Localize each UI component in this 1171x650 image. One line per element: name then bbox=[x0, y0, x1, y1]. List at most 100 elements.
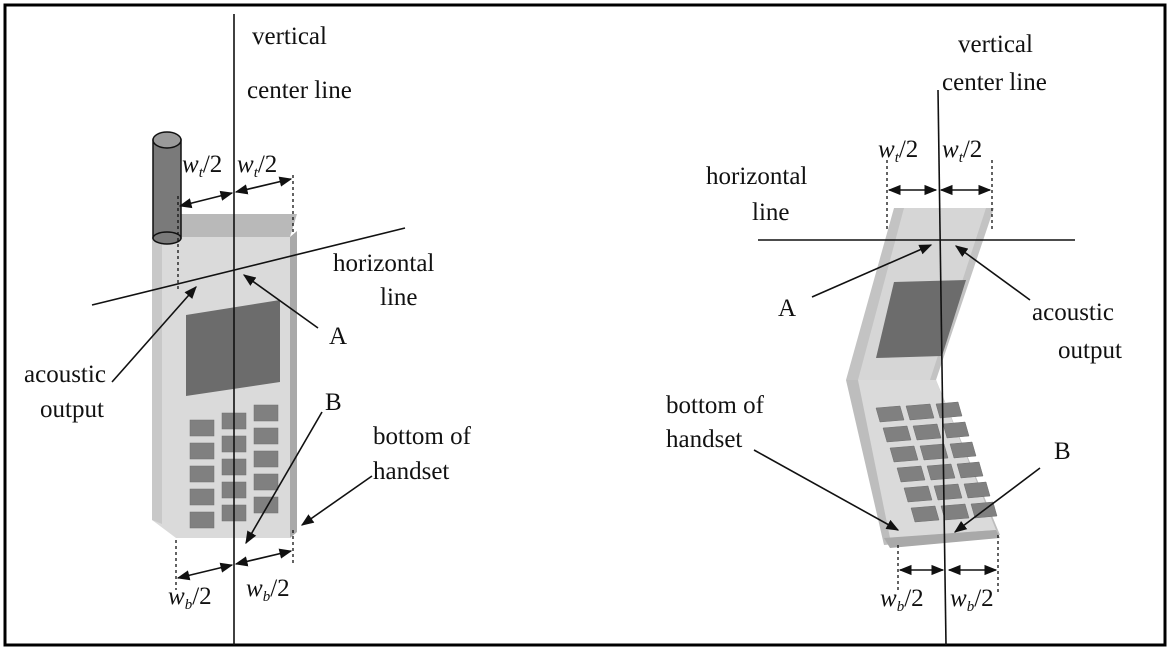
key bbox=[963, 481, 991, 499]
left-top-dim-arrow-right bbox=[234, 176, 293, 195]
key bbox=[889, 445, 919, 463]
left-bottom-of-handset-label: bottom of handset bbox=[373, 423, 477, 485]
key bbox=[910, 505, 940, 523]
label-line: horizontal bbox=[706, 163, 807, 190]
label-sub: b bbox=[263, 589, 271, 605]
label-line: acoustic bbox=[1032, 299, 1114, 326]
label-tail: /2 bbox=[203, 151, 222, 178]
label-tail: /2 bbox=[974, 585, 993, 612]
label-base: w bbox=[950, 585, 967, 612]
key bbox=[919, 443, 949, 461]
label-line: bottom of bbox=[666, 392, 765, 419]
right-arrow-to-b bbox=[953, 467, 1041, 533]
label-line: horizontal bbox=[333, 250, 434, 277]
left-point-b-label: B bbox=[325, 389, 342, 416]
left-bar-phone bbox=[152, 131, 297, 538]
left-phone-keypad bbox=[189, 404, 279, 529]
label-tail: /2 bbox=[899, 136, 918, 163]
key bbox=[935, 401, 963, 419]
label-line: line bbox=[380, 284, 418, 311]
left-arrow-to-a bbox=[242, 274, 319, 329]
right-vertical-center-line bbox=[937, 89, 947, 646]
key bbox=[189, 419, 215, 437]
key bbox=[912, 423, 942, 441]
left-top-width-label-left: wt/2 bbox=[182, 151, 222, 181]
right-point-a-label: A bbox=[778, 295, 796, 322]
label-tail: /2 bbox=[270, 575, 289, 602]
label-base: w bbox=[878, 136, 895, 163]
right-flip-phone bbox=[846, 208, 1000, 548]
right-phone-keypad bbox=[875, 401, 998, 523]
right-bottom-width-label-left: wb/2 bbox=[880, 585, 924, 615]
antenna-top bbox=[152, 131, 182, 149]
left-acoustic-output-label: acoustic output bbox=[24, 361, 112, 423]
left-phone-edge bbox=[152, 237, 162, 524]
label-sub: t bbox=[254, 165, 259, 181]
right-phone-base-bottom bbox=[884, 530, 1000, 548]
label-line: bottom of bbox=[373, 423, 472, 450]
label-tail: /2 bbox=[258, 151, 277, 178]
label-line: output bbox=[40, 396, 104, 423]
antenna-bottom bbox=[152, 231, 182, 245]
label-line: output bbox=[1058, 337, 1122, 364]
key bbox=[253, 404, 279, 422]
key bbox=[189, 442, 215, 460]
right-figure: vertical center line wt/2 wt/2 horizonta… bbox=[666, 31, 1122, 646]
key bbox=[933, 483, 963, 501]
label-line: acoustic bbox=[24, 361, 106, 388]
key bbox=[875, 405, 905, 423]
left-phone-top bbox=[152, 214, 297, 237]
key bbox=[956, 461, 984, 479]
label-line: vertical bbox=[958, 31, 1033, 58]
left-bottom-width-label-left: wb/2 bbox=[168, 583, 212, 613]
label-tail: /2 bbox=[192, 583, 211, 610]
key bbox=[882, 425, 912, 443]
left-arrow-to-bottom bbox=[300, 475, 373, 526]
left-point-a-label: A bbox=[329, 323, 347, 350]
key bbox=[903, 485, 933, 503]
right-top-width-label-right: wt/2 bbox=[942, 136, 982, 166]
left-arrow-to-b bbox=[245, 411, 323, 545]
left-top-width-label-right: wt/2 bbox=[237, 151, 277, 181]
label-base: w bbox=[880, 585, 897, 612]
label-base: w bbox=[246, 575, 263, 602]
key bbox=[896, 465, 926, 483]
key bbox=[253, 427, 279, 445]
label-line: center line bbox=[247, 77, 352, 104]
key bbox=[949, 441, 977, 459]
label-base: w bbox=[237, 151, 254, 178]
label-line: vertical bbox=[252, 23, 327, 50]
key bbox=[253, 473, 279, 491]
right-top-width-label-left: wt/2 bbox=[878, 136, 918, 166]
key bbox=[926, 463, 956, 481]
right-acoustic-output-label: acoustic output bbox=[1032, 299, 1122, 364]
left-top-dim-arrow-left bbox=[178, 190, 234, 209]
label-sub: t bbox=[895, 150, 900, 166]
right-horizontal-line-label: horizontal line bbox=[706, 163, 814, 226]
left-bottom-dim-arrow-right bbox=[234, 548, 293, 567]
label-tail: /2 bbox=[963, 136, 982, 163]
key bbox=[905, 403, 935, 421]
left-horizontal-line-label: horizontal line bbox=[333, 250, 441, 311]
left-bottom-width-label-right: wb/2 bbox=[246, 575, 290, 605]
label-tail: /2 bbox=[904, 585, 923, 612]
antenna-body bbox=[152, 139, 182, 239]
label-sub: b bbox=[897, 599, 905, 615]
left-phone-antenna bbox=[152, 131, 182, 245]
left-vertical-center-label: vertical center line bbox=[247, 23, 352, 104]
left-arrow-to-acoustic bbox=[111, 286, 197, 383]
right-bottom-of-handset-label: bottom of handset bbox=[666, 392, 770, 453]
label-base: w bbox=[182, 151, 199, 178]
left-phone-side bbox=[290, 231, 297, 538]
key bbox=[942, 421, 970, 439]
left-horizontal-line bbox=[91, 227, 406, 306]
label-sub: t bbox=[199, 165, 204, 181]
key bbox=[253, 496, 279, 514]
left-figure: vertical center line wt/2 wt/2 horizonta… bbox=[24, 14, 477, 645]
key bbox=[189, 511, 215, 529]
key bbox=[253, 450, 279, 468]
left-bottom-dim-arrow-left bbox=[176, 562, 234, 581]
label-base: w bbox=[942, 136, 959, 163]
right-vertical-center-label: vertical center line bbox=[942, 31, 1047, 96]
